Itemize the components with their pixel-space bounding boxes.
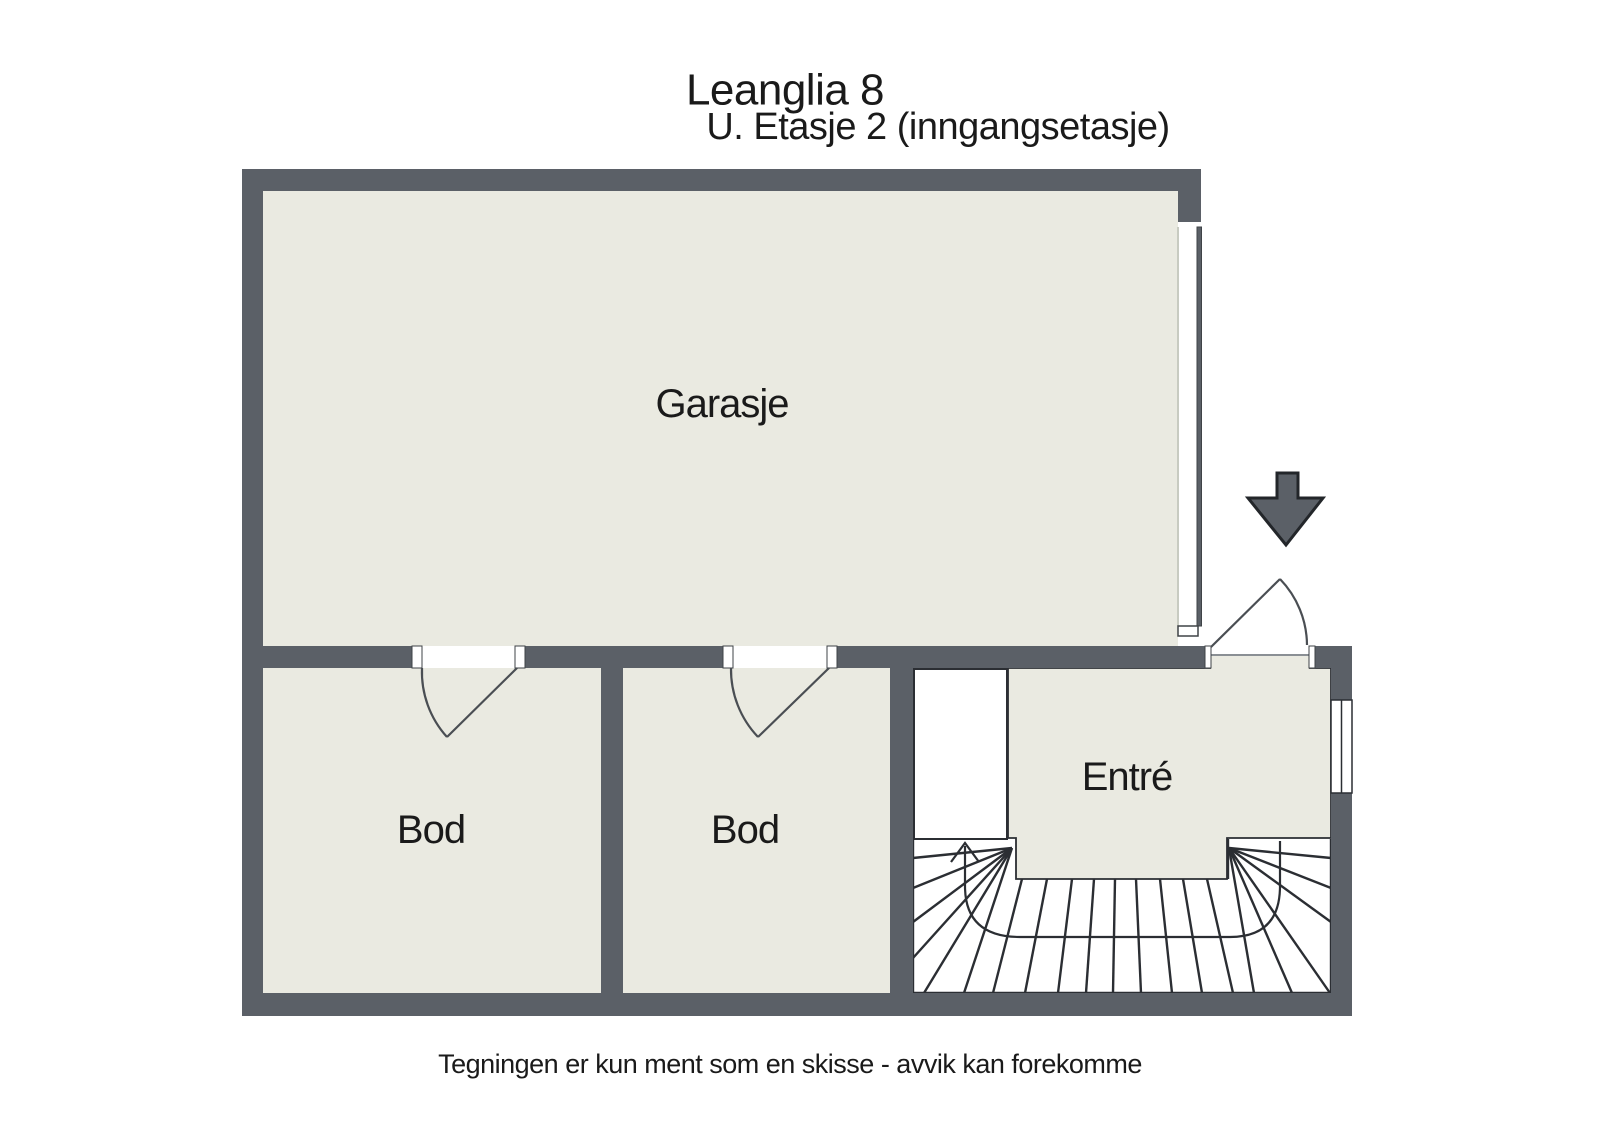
- bod1-door-swing: [420, 667, 448, 738]
- room-floors: [263, 191, 1332, 993]
- tread-line: [922, 847, 1014, 994]
- tread-line: [962, 847, 1014, 994]
- mid-wall-segment: [525, 646, 723, 668]
- doors: [420, 578, 1309, 738]
- mid-wall-segment: [263, 646, 412, 668]
- door-jamb: [514, 645, 526, 669]
- stair-landing: [913, 668, 1008, 840]
- right-wall-lower: [1331, 793, 1352, 1016]
- tread-line: [912, 847, 1013, 959]
- entrance-door-swing: [1279, 578, 1309, 646]
- mid-wall-segment: [1315, 646, 1352, 668]
- bod-divider-wall: [601, 668, 623, 993]
- tread-line: [1227, 847, 1294, 994]
- bottom-wall: [242, 993, 1352, 1016]
- right-wall-upper: [1331, 668, 1352, 700]
- walls: [242, 169, 1352, 1016]
- garage-door: [1177, 222, 1202, 637]
- garasje-floor: [263, 191, 1178, 646]
- entre-doorway-floor: [1211, 656, 1309, 670]
- bod2-door-swing: [729, 667, 759, 738]
- top-wall: [242, 169, 1201, 191]
- door-jambs: [411, 645, 1316, 669]
- bod1-floor: [263, 668, 601, 993]
- garage-door-jamb: [1177, 625, 1199, 637]
- plan-subtitle: U. Etasje 2 (inngangsetasje): [706, 106, 1169, 148]
- mid-wall-segment: [837, 646, 1205, 668]
- door-jamb: [1204, 645, 1212, 669]
- tread-line: [1227, 847, 1256, 994]
- labels: Leanglia 8 U. Etasje 2 (inngangsetasje) …: [397, 66, 1173, 1080]
- entre-label: Entré: [1082, 755, 1173, 799]
- garasje-label: Garasje: [655, 382, 788, 426]
- garage-door-corner-wall: [1178, 191, 1201, 222]
- entrance-door-leaf: [1210, 578, 1281, 648]
- tread-line: [912, 846, 1013, 860]
- bod2-floor: [623, 668, 890, 993]
- bod1-door-leaf: [446, 667, 518, 738]
- garage-door-top-gap: [1178, 222, 1201, 227]
- stair-up-arrow-icon: [950, 841, 980, 863]
- disclaimer-text: Tegningen er kun ment som en skisse - av…: [438, 1049, 1142, 1079]
- bod-stair-wall: [890, 668, 913, 993]
- bod2-door-leaf: [757, 667, 830, 738]
- plan-title: Leanglia 8: [686, 66, 884, 115]
- door-jamb: [826, 645, 838, 669]
- door-jamb: [722, 645, 734, 669]
- tread-line: [912, 847, 1013, 923]
- tread-line: [912, 846, 1013, 890]
- door-jamb: [411, 645, 423, 669]
- window: [1330, 699, 1353, 794]
- bod2-label: Bod: [711, 808, 779, 852]
- bod1-label: Bod: [397, 808, 465, 852]
- stair-walk-line: [963, 841, 1282, 939]
- entrance-arrow-icon: [1244, 471, 1327, 548]
- tread-line: [1228, 847, 1331, 994]
- door-jamb: [1308, 645, 1316, 669]
- left-wall: [242, 169, 263, 1016]
- garage-door-leaf: [1196, 226, 1202, 627]
